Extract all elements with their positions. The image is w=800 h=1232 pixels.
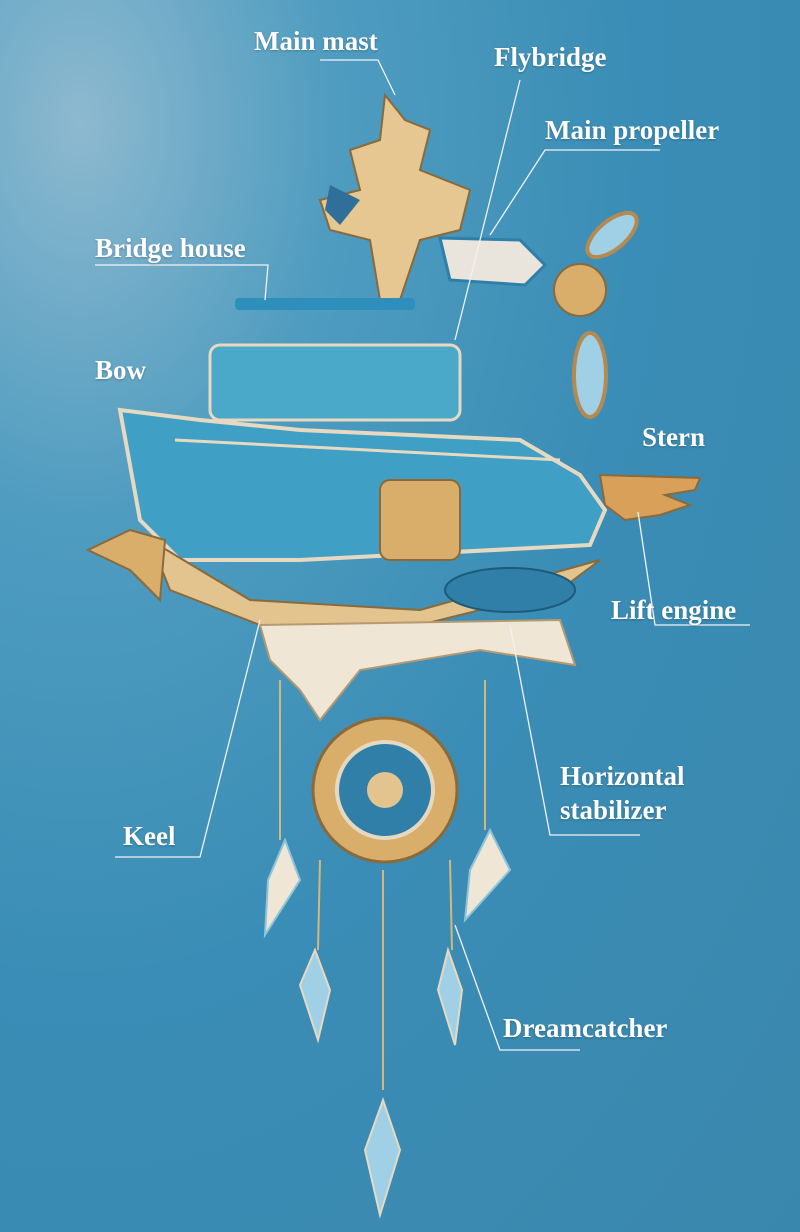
horizontal-stabilizer bbox=[258, 618, 577, 722]
label-bridge-house: Bridge house bbox=[95, 233, 246, 263]
label-horizontal-stabilizer-line2: stabilizer bbox=[560, 795, 667, 825]
lift-engines bbox=[379, 479, 576, 613]
main-propeller bbox=[553, 210, 639, 419]
flybridge bbox=[438, 236, 548, 287]
label-horizontal-stabilizer-line1: Horizontal bbox=[560, 761, 685, 791]
stern-fins bbox=[598, 473, 702, 522]
bow-ornament bbox=[85, 528, 167, 603]
label-main-propeller: Main propeller bbox=[545, 115, 720, 145]
label-keel: Keel bbox=[123, 821, 176, 851]
bridge-house bbox=[235, 298, 415, 310]
label-stern: Stern bbox=[642, 422, 705, 452]
label-dreamcatcher: Dreamcatcher bbox=[503, 1013, 668, 1043]
label-flybridge: Flybridge bbox=[494, 42, 607, 72]
leader-lines bbox=[95, 59, 750, 1051]
label-bow: Bow bbox=[95, 355, 147, 385]
label-lift-engine: Lift engine bbox=[611, 595, 737, 625]
dreamcatcher bbox=[263, 680, 512, 1219]
label-main-mast: Main mast bbox=[254, 26, 378, 56]
